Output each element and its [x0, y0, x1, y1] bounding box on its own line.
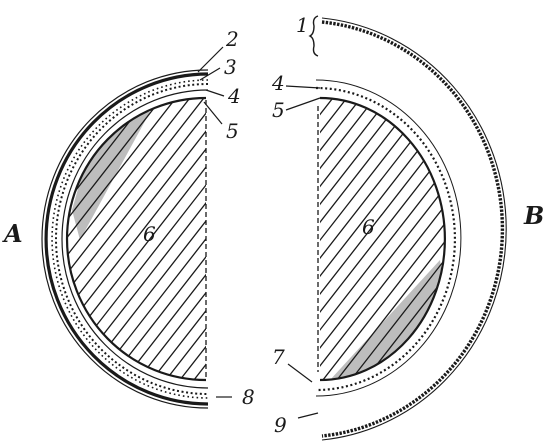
- hatch-line: [305, 95, 531, 385]
- hatch-line: [137, 95, 363, 385]
- hatch-line: [543, 95, 550, 385]
- right-half-section: [25, 16, 550, 440]
- hatch-line: [428, 95, 550, 385]
- hatch-line: [25, 95, 251, 385]
- label-3: 3: [224, 55, 237, 79]
- hatch-line: [302, 95, 528, 385]
- hatch-line: [221, 95, 447, 385]
- hatch-line: [529, 95, 550, 385]
- label-1: 1: [296, 13, 309, 37]
- hatch-line: [165, 95, 391, 385]
- label-2: 2: [225, 27, 239, 51]
- hatch-line: [515, 95, 550, 385]
- hatch-line: [319, 95, 545, 385]
- hatch-line: [106, 95, 332, 385]
- hatch-line: [232, 95, 458, 385]
- label-4-left: 4: [227, 84, 241, 108]
- hatch-line: [249, 95, 475, 385]
- label-7: 7: [272, 345, 285, 369]
- label-6-right: 6: [362, 215, 375, 239]
- hatch-line: [218, 95, 444, 385]
- label-5-left: 5: [226, 119, 239, 143]
- hatch-line: [246, 95, 472, 385]
- label-A: A: [2, 219, 23, 248]
- hatch-line: [459, 95, 550, 385]
- hatch-line: [487, 95, 550, 385]
- label-5-right: 5: [272, 98, 285, 122]
- hatch-line: [235, 95, 461, 385]
- hatch-line: [162, 95, 388, 385]
- hatch-line: [484, 95, 550, 385]
- leader-lines: [198, 47, 320, 418]
- hatch-line: [431, 95, 550, 385]
- label-8: 8: [242, 385, 255, 409]
- hatch-line: [151, 95, 377, 385]
- hatch-line: [0, 95, 206, 385]
- label-4-right: 4: [271, 71, 285, 95]
- hatch-line: [50, 95, 276, 385]
- hatch-line: [134, 95, 360, 385]
- hatch-line: [386, 95, 550, 385]
- label-9: 9: [274, 413, 287, 437]
- hatch-line: [501, 95, 550, 385]
- hatch-line: [473, 95, 550, 385]
- label-6-left: 6: [143, 222, 156, 246]
- label-1-brace: [310, 16, 318, 56]
- hatch-line: [442, 95, 550, 385]
- hatch-line: [64, 95, 290, 385]
- hatch-line: [330, 95, 550, 385]
- hatch-line: [148, 95, 374, 385]
- hatch-line: [417, 95, 550, 385]
- label-B: B: [523, 201, 544, 230]
